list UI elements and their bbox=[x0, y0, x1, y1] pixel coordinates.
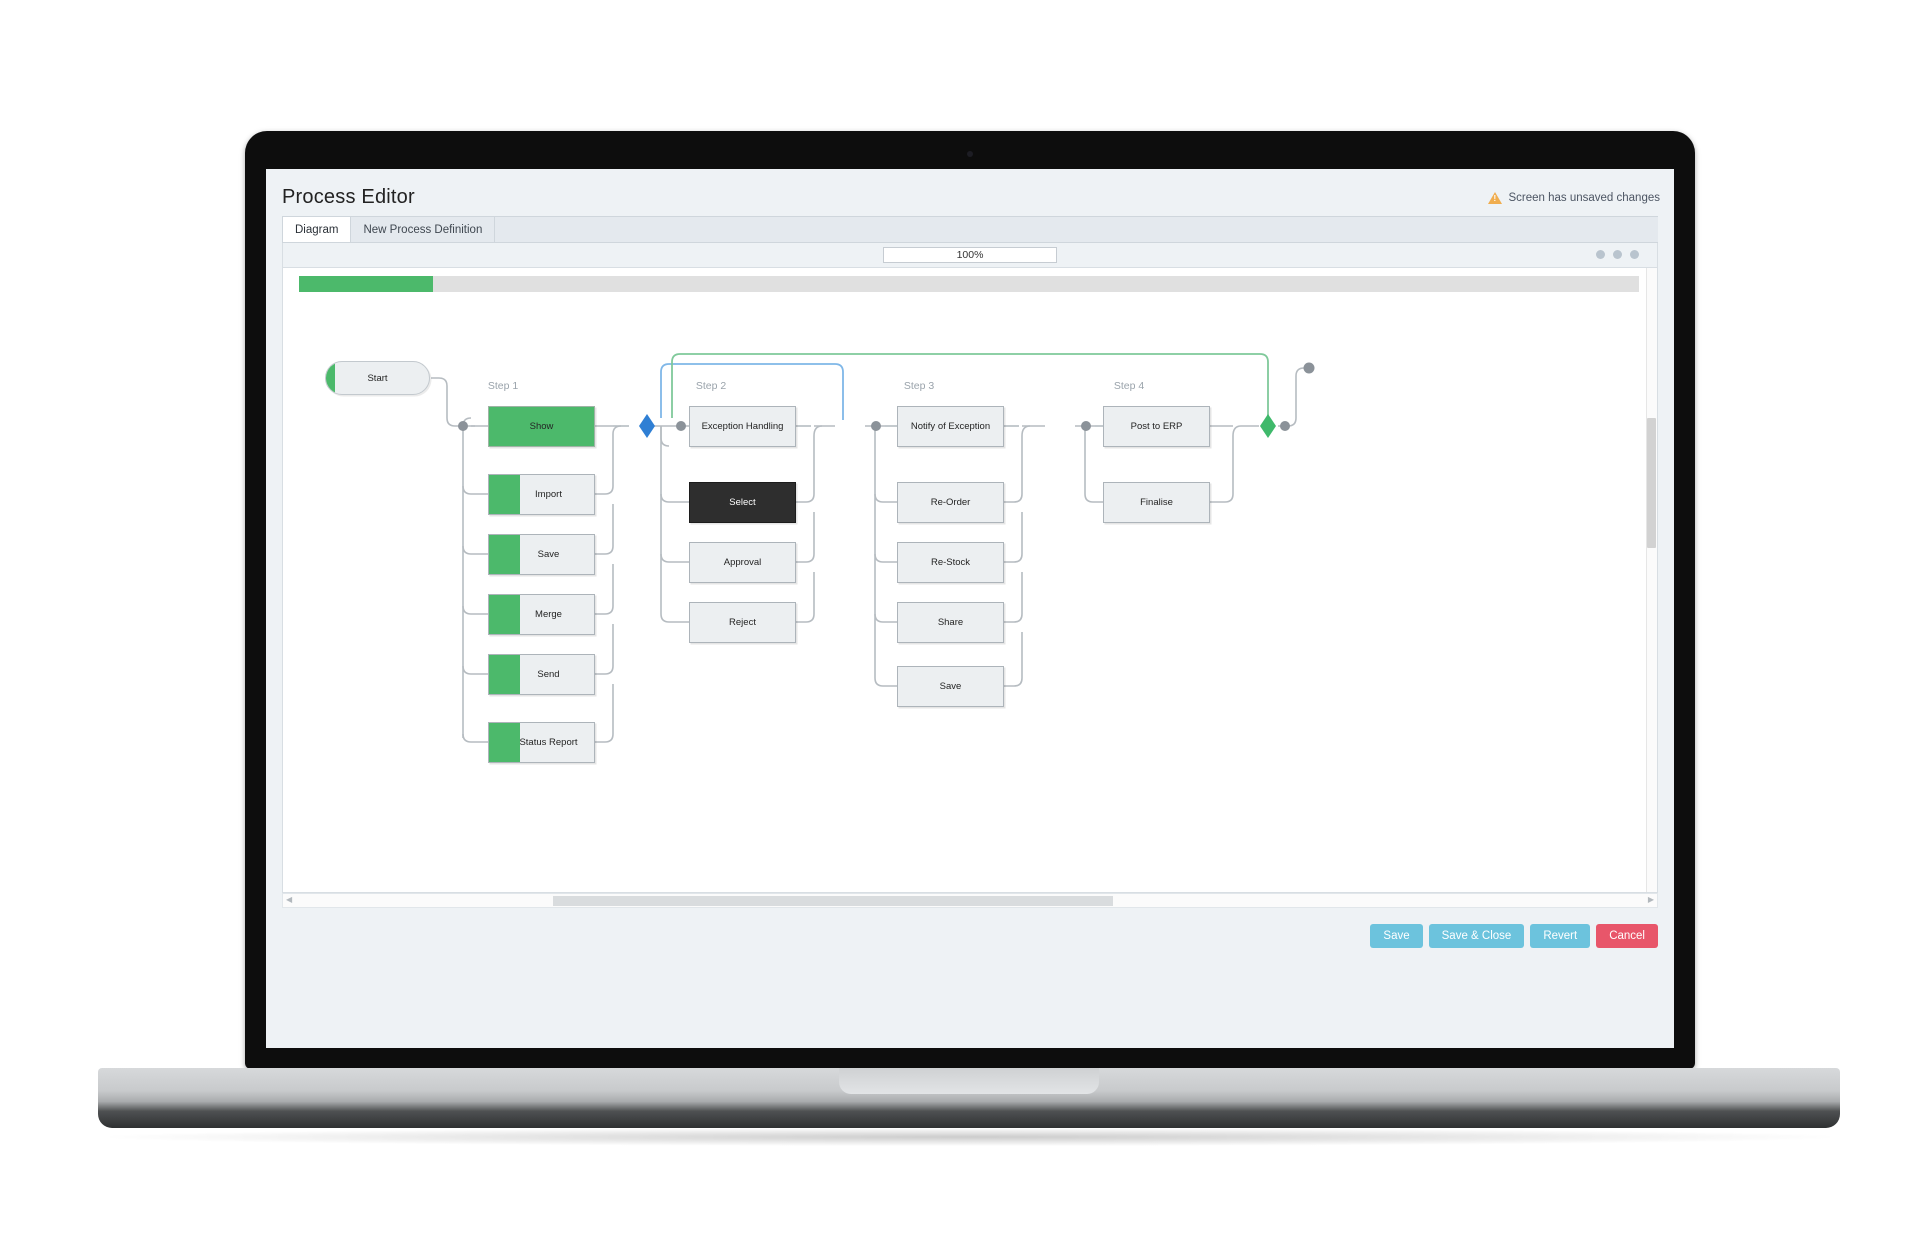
node-reject-label: Reject bbox=[729, 617, 756, 628]
node-notify-of-exception[interactable]: Notify of Exception bbox=[897, 406, 1004, 447]
page-title: Process Editor bbox=[282, 186, 415, 208]
node-send-label: Send bbox=[537, 669, 560, 680]
connector-lines bbox=[431, 353, 1315, 743]
node-import-label: Import bbox=[535, 489, 562, 500]
cancel-button[interactable]: Cancel bbox=[1596, 924, 1658, 948]
node-share-label: Share bbox=[937, 617, 964, 628]
node-show[interactable]: Show bbox=[488, 406, 595, 447]
horizontal-scrollbar[interactable]: ◀ ▶ bbox=[282, 893, 1658, 908]
junction-diamond-green bbox=[1260, 414, 1276, 438]
node-approval-label: Approval bbox=[723, 557, 762, 568]
node-save-step3[interactable]: Save bbox=[897, 666, 1004, 707]
progress-bar-track bbox=[299, 276, 1639, 292]
node-exception-handling-label: Exception Handling bbox=[701, 421, 784, 432]
tab-diagram-label: Diagram bbox=[295, 223, 339, 236]
zoom-input[interactable]: 100% bbox=[883, 247, 1057, 263]
tab-new-process-definition[interactable]: New Process Definition bbox=[350, 216, 496, 242]
node-accent-bar bbox=[489, 535, 520, 574]
terminal-dot bbox=[1303, 362, 1315, 374]
vertical-scrollbar-thumb[interactable] bbox=[1647, 418, 1656, 548]
node-accent-bar bbox=[489, 655, 520, 694]
step-label-4: Step 4 bbox=[1113, 380, 1145, 392]
node-status-report[interactable]: Status Report bbox=[488, 722, 595, 763]
save-button[interactable]: Save bbox=[1370, 924, 1423, 948]
webcam-icon bbox=[967, 151, 973, 157]
step-label-2: Step 2 bbox=[695, 380, 727, 392]
node-merge-label: Merge bbox=[535, 609, 562, 620]
tab-bar: Diagram New Process Definition bbox=[282, 216, 1658, 243]
step-label-1: Step 1 bbox=[487, 380, 519, 392]
node-finalise[interactable]: Finalise bbox=[1103, 482, 1210, 523]
junction-dot bbox=[871, 421, 881, 431]
tab-diagram[interactable]: Diagram bbox=[282, 216, 352, 242]
toolbar-menu-dots bbox=[1596, 250, 1639, 259]
node-exception-handling[interactable]: Exception Handling bbox=[689, 406, 796, 447]
node-save-step1-label: Save bbox=[537, 549, 560, 560]
node-accent-bar bbox=[326, 362, 335, 394]
node-notify-of-exception-label: Notify of Exception bbox=[910, 421, 991, 432]
node-merge[interactable]: Merge bbox=[488, 594, 595, 635]
scroll-right-icon[interactable]: ▶ bbox=[1647, 895, 1654, 904]
junction-dot bbox=[458, 421, 468, 431]
highlight-connector-blue bbox=[660, 363, 844, 420]
node-re-order[interactable]: Re-Order bbox=[897, 482, 1004, 523]
node-share[interactable]: Share bbox=[897, 602, 1004, 643]
screen-content: Process Editor Screen has unsaved change… bbox=[266, 169, 1674, 1048]
scroll-left-icon[interactable]: ◀ bbox=[286, 895, 293, 904]
vertical-scrollbar[interactable] bbox=[1646, 268, 1657, 892]
junction-dot bbox=[1280, 421, 1290, 431]
node-save-step3-label: Save bbox=[939, 681, 962, 692]
unsaved-changes-label: Screen has unsaved changes bbox=[1508, 192, 1660, 204]
node-re-stock[interactable]: Re-Stock bbox=[897, 542, 1004, 583]
revert-button[interactable]: Revert bbox=[1530, 924, 1591, 948]
node-save-step1[interactable]: Save bbox=[488, 534, 595, 575]
tab-bar-filler bbox=[494, 216, 1658, 242]
step-label-3: Step 3 bbox=[903, 380, 935, 392]
node-post-to-erp-label: Post to ERP bbox=[1130, 421, 1183, 432]
menu-dot-2-icon[interactable] bbox=[1613, 250, 1622, 259]
junction-dot bbox=[1081, 421, 1091, 431]
node-import[interactable]: Import bbox=[488, 474, 595, 515]
warning-triangle-icon bbox=[1488, 192, 1503, 204]
node-accent-bar bbox=[489, 723, 520, 762]
diagram-toolbar: 100% bbox=[282, 243, 1658, 267]
node-re-stock-label: Re-Stock bbox=[930, 557, 971, 568]
diagram-canvas[interactable]: Step 1 Step 2 Step 3 Step 4 Start Show bbox=[282, 267, 1658, 893]
node-show-label: Show bbox=[529, 421, 554, 432]
menu-dot-1-icon[interactable] bbox=[1596, 250, 1605, 259]
node-select-label: Select bbox=[729, 497, 756, 508]
horizontal-scrollbar-thumb[interactable] bbox=[553, 896, 1113, 906]
zoom-level-value: 100% bbox=[956, 249, 984, 261]
junction-diamond-blue bbox=[639, 414, 655, 438]
laptop-lid: Process Editor Screen has unsaved change… bbox=[245, 131, 1695, 1069]
laptop-base bbox=[98, 1068, 1840, 1128]
laptop-shadow bbox=[110, 1128, 1830, 1146]
action-button-row: Save Save & Close Revert Cancel bbox=[1370, 924, 1658, 948]
menu-dot-3-icon[interactable] bbox=[1630, 250, 1639, 259]
tab-new-process-definition-label: New Process Definition bbox=[363, 223, 483, 236]
node-re-order-label: Re-Order bbox=[930, 497, 971, 508]
node-approval[interactable]: Approval bbox=[689, 542, 796, 583]
save-and-close-button[interactable]: Save & Close bbox=[1428, 924, 1525, 948]
node-status-report-label: Status Report bbox=[519, 737, 578, 748]
laptop-base-notch bbox=[839, 1068, 1099, 1094]
node-accent-bar bbox=[489, 595, 520, 634]
node-send[interactable]: Send bbox=[488, 654, 595, 695]
junction-dot bbox=[676, 421, 686, 431]
node-reject[interactable]: Reject bbox=[689, 602, 796, 643]
footer-bar: Save Save & Close Revert Cancel bbox=[266, 914, 1674, 1048]
highlight-connector-green bbox=[671, 353, 1269, 418]
node-start-label: Start bbox=[367, 372, 388, 384]
node-start[interactable]: Start bbox=[325, 361, 430, 395]
node-finalise-label: Finalise bbox=[1140, 497, 1173, 508]
node-select[interactable]: Select bbox=[689, 482, 796, 523]
progress-bar-fill bbox=[299, 276, 433, 292]
node-post-to-erp[interactable]: Post to ERP bbox=[1103, 406, 1210, 447]
unsaved-changes-notice: Screen has unsaved changes bbox=[1488, 192, 1660, 204]
process-diagram: Step 1 Step 2 Step 3 Step 4 Start Show bbox=[283, 268, 1657, 892]
node-accent-bar bbox=[489, 475, 520, 514]
